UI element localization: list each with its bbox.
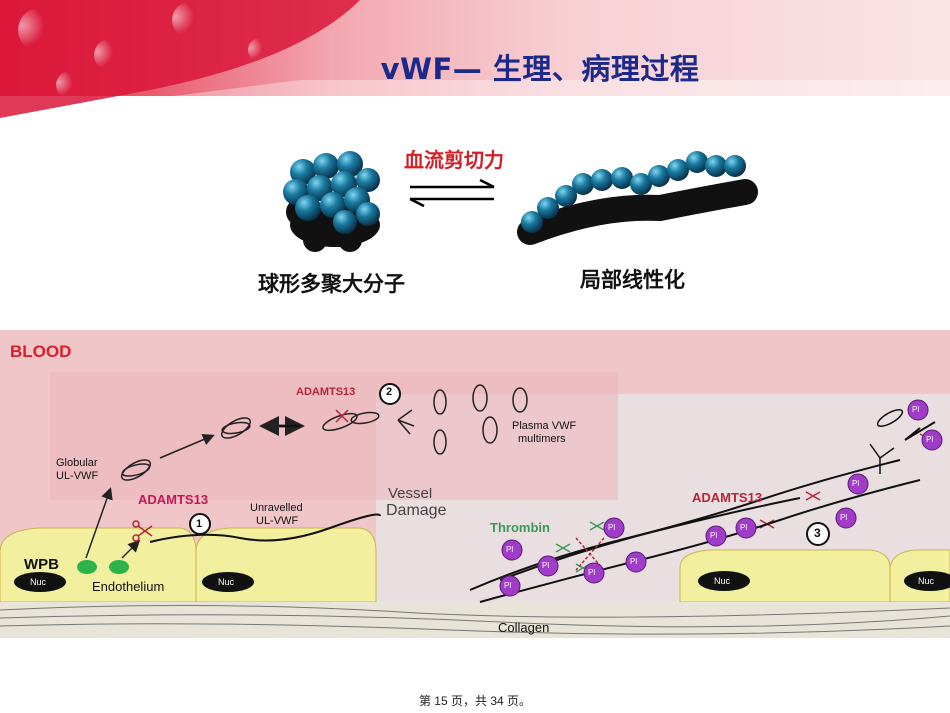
platelet-label: Pl	[630, 557, 638, 566]
adamts13-right-label: ADAMTS13	[692, 490, 763, 505]
globular-molecule	[283, 151, 380, 234]
step-3-label: 3	[814, 526, 821, 540]
platelet-label: Pl	[912, 405, 920, 414]
endothelium-label: Endothelium	[92, 579, 165, 594]
step-2-circle	[379, 383, 401, 405]
nucleus-label: Nuc	[918, 576, 935, 586]
unravelled-ulvwf-label-line1: Unravelled	[250, 502, 303, 514]
platelet-label: Pl	[588, 568, 596, 577]
platelet-label: Pl	[608, 523, 616, 532]
thrombin-label: Thrombin	[490, 520, 550, 535]
globular-ulvwf-label-line2: UL-VWF	[56, 470, 99, 482]
page-footer: 第 15 页，共 34 页。	[418, 694, 532, 708]
wpb-granule	[77, 560, 97, 574]
linearization-label: 局部线性化	[580, 268, 685, 292]
platelet-label: Pl	[710, 531, 718, 540]
equilibrium-arrows-icon	[409, 178, 495, 208]
vessel-damage-label-line1: Vessel	[388, 488, 433, 498]
platelet-label: Pl	[840, 513, 848, 522]
step-1-circle	[189, 513, 211, 535]
step-1-label: 1	[196, 518, 203, 530]
wpb-granule	[109, 560, 129, 574]
globular-multimer-label: 球形多聚大分子	[258, 272, 405, 296]
globular-ulvwf-label-line1: Globular	[56, 457, 98, 469]
platelet-label: Pl	[926, 435, 934, 444]
unravelled-ulvwf-label-line2: UL-VWF	[256, 515, 299, 527]
slide-title: vWF— 生理、病理过程	[380, 52, 700, 86]
shear-force-label: 血流剪切力	[404, 148, 504, 172]
molecule-illustration	[283, 151, 758, 252]
vessel-damage-label-line2: Damage	[386, 502, 447, 519]
plasma-vwf-label-line1: Plasma VWF	[512, 420, 577, 432]
nucleus-label: Nuc	[714, 576, 731, 586]
wpb-label: WPB	[24, 556, 59, 573]
platelet-label: Pl	[740, 523, 748, 532]
nucleus-shapes	[14, 571, 950, 592]
platelet-shapes	[499, 399, 943, 597]
platelet-label: Pl	[506, 545, 514, 554]
globular-vwf-coil	[120, 417, 252, 481]
step-3-circle	[806, 522, 830, 546]
blood-label: BLOOD	[10, 342, 72, 361]
platelet-label: Pl	[542, 561, 550, 570]
linear-molecule	[521, 151, 746, 233]
plasma-vwf-label-line2: multimers	[518, 433, 566, 445]
adamts13-left-label: ADAMTS13	[138, 492, 209, 507]
nucleus-label: Nuc	[218, 577, 235, 587]
vwf-mechanism-diagram	[0, 330, 950, 638]
platelet-label: Pl	[504, 581, 512, 590]
adamts13-top-label: ADAMTS13	[296, 386, 356, 398]
collagen-label: Collagen	[498, 620, 550, 635]
linear-molecule-shadow	[517, 179, 758, 245]
platelet-label: Pl	[852, 479, 860, 488]
nucleus-label: Nuc	[30, 577, 47, 587]
collagen-layer	[0, 602, 950, 638]
header-banner	[0, 0, 950, 118]
step-2-label: 2	[386, 386, 393, 398]
